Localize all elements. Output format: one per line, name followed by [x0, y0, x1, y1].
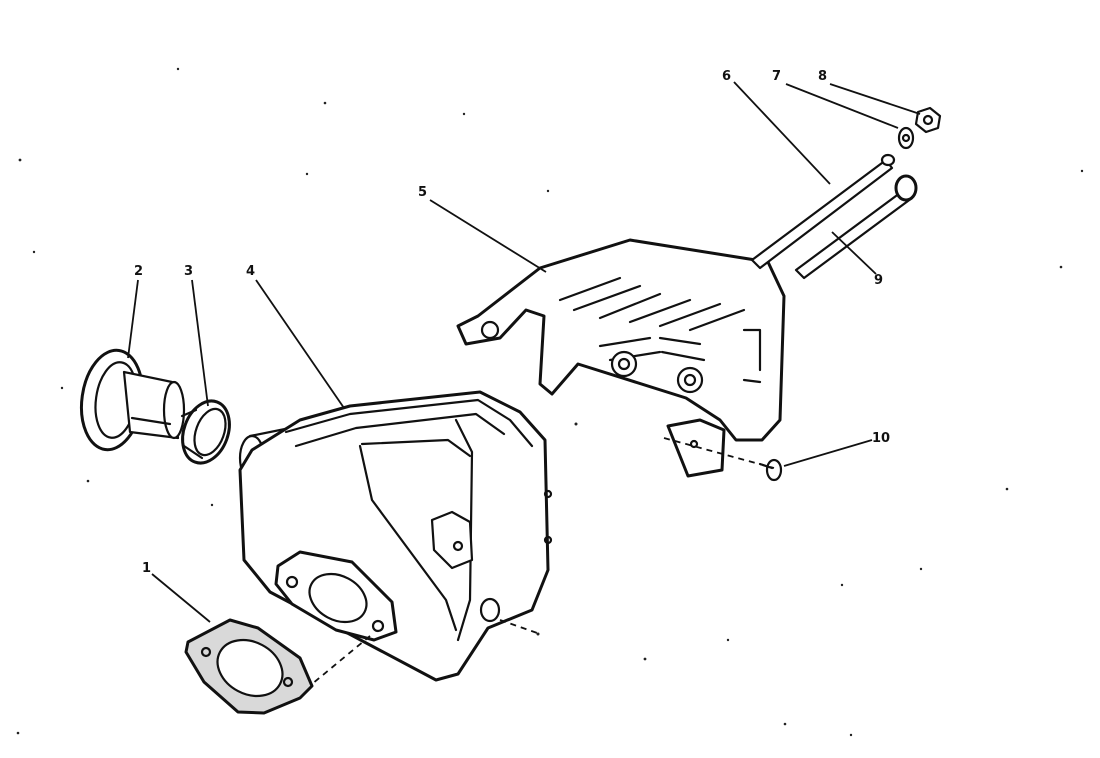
- callout-3: 3: [184, 264, 193, 279]
- callout-4: 4: [246, 264, 255, 279]
- callout-8: 8: [818, 69, 827, 84]
- leader-lines: [127, 81, 921, 685]
- nut-part-8: [914, 106, 942, 134]
- callout-10: 10: [872, 431, 890, 446]
- callout-9: 9: [874, 273, 883, 288]
- shield-vent-slots: [558, 276, 762, 384]
- callout-1: 1: [142, 561, 151, 576]
- callout-labels: 1 2 3 4 5 6 7 8 9 10: [134, 69, 890, 576]
- bolt-part-6: [750, 153, 896, 270]
- clamp-ring-part-3: [180, 399, 231, 465]
- gasket-part-1: [184, 618, 314, 715]
- bolt-part-9: [794, 174, 918, 280]
- washer-part-7: [897, 126, 915, 150]
- muffler-part-4: [238, 390, 553, 682]
- callout-7: 7: [772, 69, 781, 84]
- callout-6: 6: [722, 69, 731, 84]
- screw-part-10: [758, 458, 783, 482]
- callout-5: 5: [418, 185, 427, 200]
- tailpipe-part-2: [79, 348, 186, 452]
- heat-shield-part-5: [456, 238, 786, 478]
- callout-2: 2: [134, 264, 143, 279]
- scan-specks: [16, 67, 1084, 737]
